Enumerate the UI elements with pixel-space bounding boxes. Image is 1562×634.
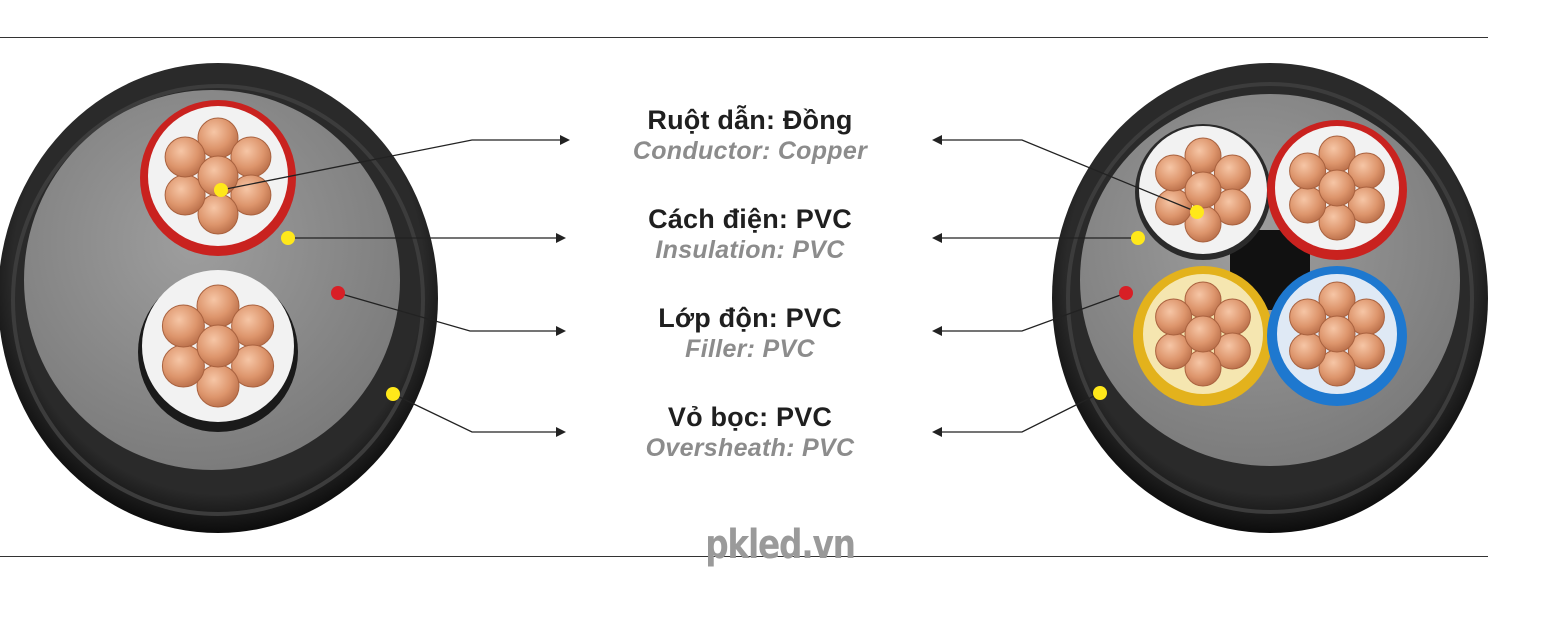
- top-rule: [0, 37, 1488, 38]
- copper-strand: [1184, 171, 1222, 209]
- label-conductor: Ruột dẫn: Đồng Conductor: Copper: [560, 104, 940, 166]
- label-insulation-en: Insulation: PVC: [655, 236, 845, 264]
- copper-strand: [231, 344, 275, 388]
- marker-insulation-right: [1131, 231, 1145, 245]
- copper-strand: [1155, 298, 1193, 336]
- right-leader-lines: [940, 139, 1198, 433]
- right-core-white: [1135, 124, 1271, 260]
- copper-strand: [196, 324, 240, 368]
- copper-strand: [1289, 152, 1327, 190]
- copper-strand: [230, 174, 272, 216]
- markers: [214, 183, 1204, 401]
- copper-strand: [1155, 154, 1193, 192]
- left-core-top: [140, 100, 296, 256]
- label-oversheath-en: Oversheath: PVC: [645, 434, 855, 462]
- bottom-rule: [0, 556, 1488, 557]
- right-arrowheads: [932, 135, 942, 437]
- copper-strand: [1318, 169, 1356, 207]
- marker-filler-right: [1119, 286, 1133, 300]
- right-core-blue: [1267, 266, 1407, 406]
- label-insulation-vi: Cách điện: PVC: [648, 204, 852, 234]
- marker-filler-left: [331, 286, 345, 300]
- marker-sheath-left: [386, 387, 400, 401]
- label-filler-vi: Lớp độn: PVC: [658, 303, 842, 333]
- label-oversheath-vi: Vỏ bọc: PVC: [667, 402, 833, 432]
- watermark: pkled.vn: [705, 522, 856, 568]
- left-sheath-highlight: [11, 84, 425, 516]
- marker-insulation-left: [281, 231, 295, 245]
- cable-four-core: [1052, 63, 1488, 533]
- right-core-red: [1267, 120, 1407, 260]
- left-leader-lines: [220, 139, 562, 433]
- cable-two-core: [0, 63, 438, 533]
- copper-strand: [1213, 332, 1251, 370]
- label-conductor-vi: Ruột dẫn: Đồng: [647, 105, 853, 135]
- label-oversheath: Vỏ bọc: PVC Oversheath: PVC: [560, 401, 940, 463]
- marker-conductor-right: [1190, 205, 1204, 219]
- label-filler: Lớp độn: PVC Filler: PVC: [560, 302, 940, 364]
- copper-strand: [1184, 315, 1222, 353]
- copper-strand: [164, 136, 206, 178]
- copper-strand: [161, 304, 205, 348]
- copper-strand: [1318, 315, 1356, 353]
- left-arrowheads: [556, 135, 570, 437]
- marker-sheath-right: [1093, 386, 1107, 400]
- right-sheath-highlight: [1066, 82, 1474, 514]
- marker-conductor-left: [214, 183, 228, 197]
- left-core-bottom: [138, 270, 298, 432]
- copper-strand: [1289, 298, 1327, 336]
- label-filler-en: Filler: PVC: [685, 335, 815, 363]
- copper-strand: [1347, 332, 1385, 370]
- label-insulation: Cách điện: PVC Insulation: PVC: [560, 203, 940, 265]
- copper-strand: [1213, 188, 1251, 226]
- label-conductor-en: Conductor: Copper: [632, 137, 868, 165]
- right-core-yellow: [1133, 266, 1273, 406]
- copper-strand: [1347, 186, 1385, 224]
